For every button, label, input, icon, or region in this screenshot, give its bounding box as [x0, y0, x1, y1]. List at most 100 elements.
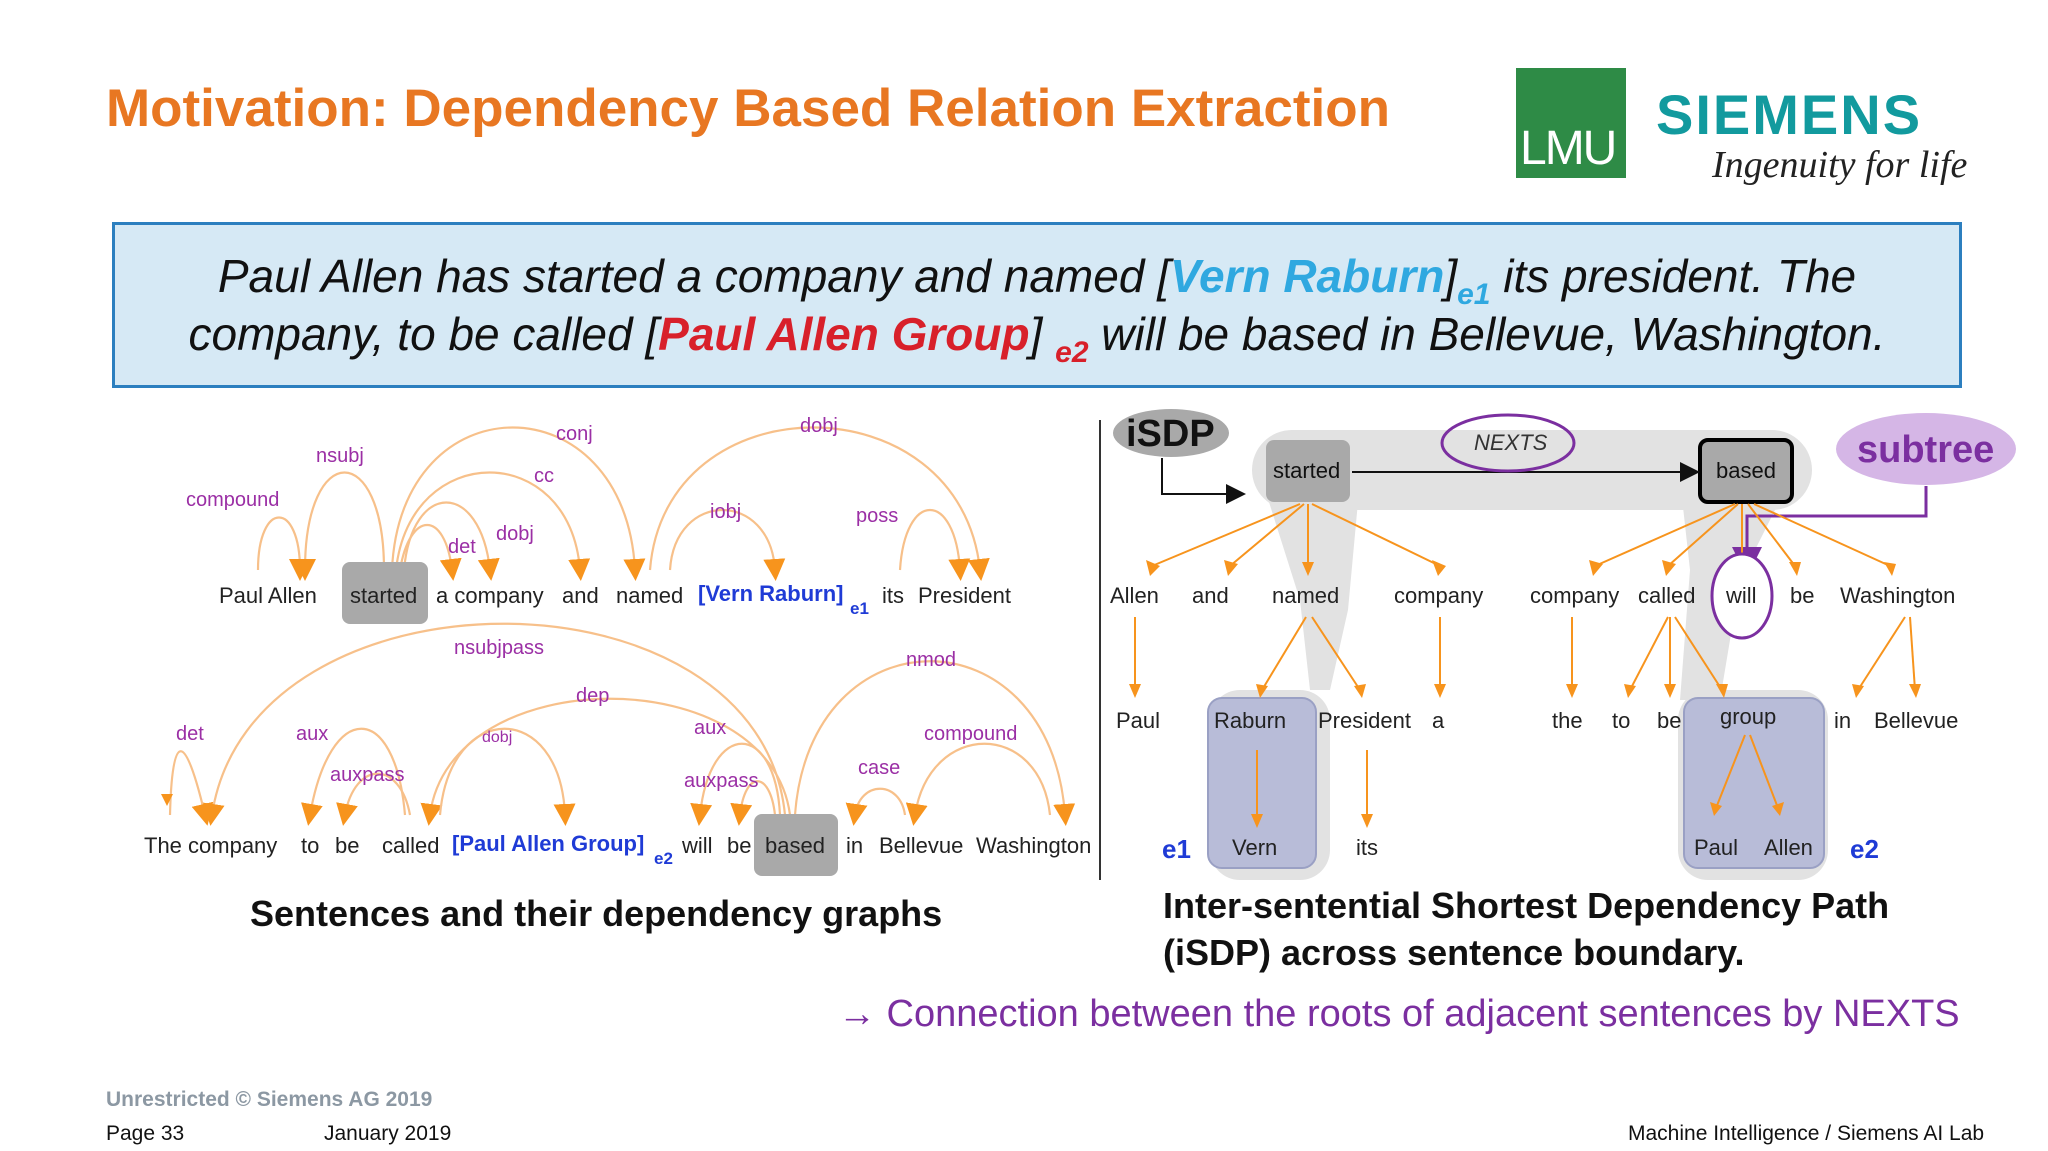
- subtree-badge: [1836, 413, 2016, 485]
- root-based-highlight: [754, 814, 838, 876]
- node-word: Vern: [1232, 835, 1277, 860]
- arc-dobj: [438, 727, 576, 826]
- slide-title: Motivation: Dependency Based Relation Ex…: [106, 79, 1391, 138]
- node-word: company: [1394, 583, 1483, 608]
- word-entity-e2: [Paul Allen Group]: [452, 831, 644, 856]
- label-det: det: [448, 536, 476, 558]
- arc-case: [845, 787, 907, 826]
- siemens-tagline: Ingenuity for life: [1712, 144, 1968, 186]
- sentence-1-graph: [256, 426, 990, 581]
- node-word: Paul: [1116, 708, 1160, 733]
- e2-subtree-box: [1683, 697, 1825, 869]
- word: started: [350, 583, 417, 608]
- root-based-label: based: [1716, 458, 1776, 483]
- word: its: [882, 583, 904, 608]
- word: The company: [144, 833, 277, 858]
- footer-lab: Machine Intelligence / Siemens AI Lab: [1628, 1122, 1985, 1145]
- entity-e1: Vern Raburn: [1169, 250, 1445, 302]
- nexts-label: NEXTS: [1474, 430, 1548, 455]
- lmu-logo-text: LMU: [1520, 122, 1617, 175]
- arc-auxpass: [336, 772, 412, 826]
- node-word: Paul: [1694, 835, 1738, 860]
- node-word: called: [1638, 583, 1695, 608]
- right-caption-line-1: Inter-sentential Shortest Dependency Pat…: [1163, 885, 1890, 926]
- nexts-note: → Connection between the roots of adjace…: [838, 993, 1960, 1035]
- node-word: Bellevue: [1874, 708, 1958, 733]
- sentence-2-words: The company to be called [Paul Allen Gro…: [144, 831, 1091, 868]
- word: named: [616, 583, 683, 608]
- word: be: [727, 833, 751, 858]
- node-word: be: [1657, 708, 1681, 733]
- right-caption-line-2: (iSDP) across sentence boundary.: [1163, 932, 1745, 973]
- arc-nmod: [793, 660, 1076, 826]
- node-word: President: [1318, 708, 1411, 733]
- word: Washington: [976, 833, 1091, 858]
- arc-det: [168, 750, 214, 826]
- quote-text: ]: [1029, 308, 1056, 360]
- node-word: group: [1720, 704, 1776, 729]
- label-conj: conj: [556, 423, 593, 445]
- arc-dobj-1: [402, 501, 500, 581]
- quote-text: Paul Allen has started a company and nam…: [217, 250, 1170, 302]
- label-dobj: dobj: [800, 415, 838, 437]
- node-word: in: [1834, 708, 1851, 733]
- label-auxpass: auxpass: [684, 770, 759, 792]
- label-nsubjpass: nsubjpass: [454, 637, 544, 659]
- label-det: det: [176, 723, 204, 745]
- node-word: to: [1612, 708, 1630, 733]
- sentence-2-graph: [168, 622, 1076, 826]
- label-nsubj: nsubj: [316, 445, 364, 467]
- e1-subtree-box: [1207, 697, 1317, 869]
- footer-date: January 2019: [324, 1122, 452, 1145]
- entity-e2-tag: e2: [1850, 834, 1879, 864]
- arc-cc: [394, 471, 591, 581]
- node-word: Raburn: [1214, 708, 1286, 733]
- arc-det: [398, 524, 462, 581]
- root-started-node: [1266, 440, 1350, 502]
- arc-dobj-2: [648, 426, 990, 581]
- sentence-2-labels: nsubjpass nmod dep det aux auxpass dobj …: [176, 637, 1017, 792]
- word: and: [562, 583, 599, 608]
- arc-nsubjpass: [202, 622, 787, 826]
- label-nmod: nmod: [906, 649, 956, 671]
- label-dep: dep: [576, 685, 609, 707]
- label-compound: compound: [186, 489, 279, 511]
- label-iobj: iobj: [710, 501, 741, 523]
- word: called: [382, 833, 439, 858]
- label-dobj: dobj: [496, 523, 534, 545]
- based-edges: [1571, 503, 1916, 809]
- node-word: be: [1790, 583, 1814, 608]
- siemens-logo: SIEMENS: [1656, 83, 1923, 146]
- arc-auxpass: [730, 780, 777, 826]
- arc-iobj: [668, 508, 786, 581]
- will-highlight: [1710, 552, 1774, 640]
- quote-text: ]: [1444, 250, 1458, 302]
- quote-text: company, to be called [: [188, 308, 659, 360]
- word: a company: [436, 583, 544, 608]
- node-word: Allen: [1110, 583, 1159, 608]
- quote-text: its president. The: [1490, 250, 1857, 302]
- arc-compound: [256, 516, 311, 581]
- word: in: [846, 833, 863, 858]
- isdp-label: iSDP: [1126, 413, 1215, 455]
- node-word: named: [1272, 583, 1339, 608]
- label-case: case: [858, 757, 900, 779]
- nexts-badge: [1440, 413, 1576, 473]
- label-dobj: dobj: [482, 729, 512, 746]
- example-quote-box: Paul Allen has started a company and nam…: [112, 222, 1962, 388]
- arc-dep: [420, 697, 792, 826]
- word-entity-e1: [Vern Raburn]: [698, 581, 843, 606]
- arc-aux: [301, 727, 407, 826]
- label-aux: aux: [296, 723, 328, 745]
- root-started-highlight: [342, 562, 428, 624]
- root-started-label: started: [1273, 458, 1340, 483]
- node-word: its: [1356, 835, 1378, 860]
- label-aux: aux: [694, 717, 726, 739]
- node-word: a: [1432, 708, 1445, 733]
- lmu-logo: LMU: [1516, 68, 1626, 178]
- node-word: Washington: [1840, 583, 1955, 608]
- subtree-label: subtree: [1857, 429, 1994, 471]
- started-edges: [1134, 503, 1441, 820]
- word: to: [301, 833, 319, 858]
